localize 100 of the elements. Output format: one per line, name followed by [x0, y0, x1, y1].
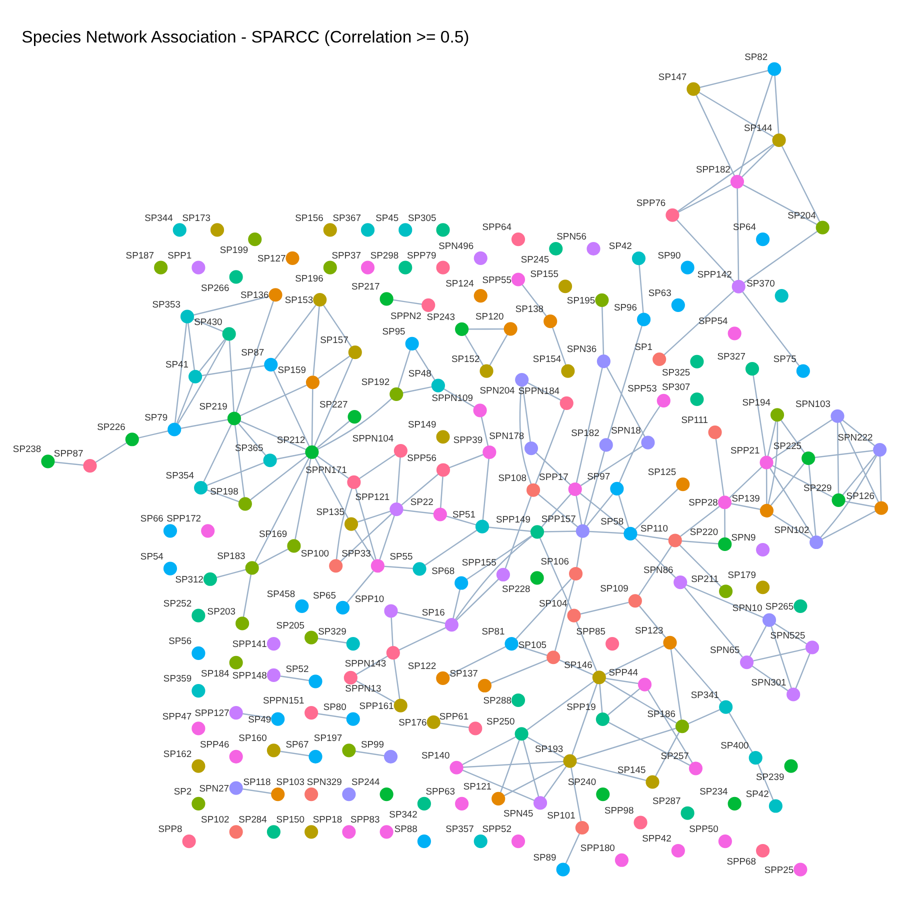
node-circle — [346, 636, 360, 650]
node-circle — [194, 480, 208, 494]
node-circle — [708, 425, 722, 439]
connector — [599, 683, 603, 712]
node-circle — [433, 507, 447, 521]
node-circle — [632, 251, 646, 265]
node-label: SP195 — [566, 294, 596, 306]
node-label: SP87 — [241, 346, 264, 357]
node-circle — [768, 798, 782, 812]
node-label: SP49 — [248, 712, 272, 724]
connector — [589, 530, 624, 534]
node-label: SPN86 — [644, 564, 674, 575]
node-label: SP45 — [376, 211, 399, 222]
node-circle — [360, 260, 375, 274]
node-circle — [323, 260, 337, 274]
node-circle — [634, 815, 648, 829]
node-circle — [762, 612, 776, 626]
connector — [670, 648, 682, 720]
connector — [679, 544, 722, 587]
connector — [424, 529, 478, 566]
connector — [836, 422, 840, 494]
node-label: SP243 — [426, 310, 456, 322]
node-label: SPN301 — [751, 676, 786, 687]
connector — [242, 788, 272, 794]
node-label: SP55 — [390, 550, 413, 562]
node-circle — [530, 524, 544, 538]
connector — [576, 620, 598, 671]
node-circle — [656, 393, 670, 407]
connector — [576, 727, 676, 760]
node-circle — [347, 474, 361, 489]
connector — [198, 338, 226, 372]
node-circle — [394, 698, 408, 712]
connector — [604, 680, 678, 724]
node-label: SP155 — [530, 268, 558, 279]
connector — [462, 760, 564, 768]
node-circle — [719, 584, 733, 598]
node-label: SPP8 — [158, 822, 182, 834]
node-circle — [192, 721, 206, 735]
node-label: SPP39 — [453, 434, 483, 445]
connector — [228, 340, 234, 412]
node-label: SP307 — [662, 380, 690, 392]
node-label: SP42 — [608, 240, 632, 251]
node-circle — [586, 241, 600, 256]
node-circle — [756, 580, 770, 594]
node-label: SP79 — [144, 410, 168, 422]
node-circle — [201, 524, 215, 538]
connector — [814, 449, 874, 458]
node-label: SP245 — [520, 253, 550, 264]
connector — [448, 646, 506, 676]
node-circle — [688, 761, 703, 775]
connector — [466, 534, 532, 580]
node-circle — [313, 292, 327, 306]
node-label: SP52 — [286, 662, 309, 674]
node-circle — [652, 352, 666, 366]
node-circle — [229, 780, 243, 794]
node-label: SPP17 — [539, 470, 568, 482]
node-label: SPP63 — [426, 785, 456, 796]
node-circle — [786, 687, 800, 701]
node-circle — [599, 438, 613, 452]
node-label: SPP25 — [764, 863, 794, 874]
node-circle — [417, 796, 431, 810]
node-label: SP160 — [238, 732, 267, 743]
node-label: SP205 — [276, 618, 305, 630]
connector — [397, 611, 446, 624]
node-label: SP125 — [648, 466, 676, 477]
connector — [674, 646, 722, 702]
node-circle — [454, 576, 468, 590]
connector — [54, 460, 84, 466]
node-label: SP80 — [323, 700, 346, 712]
node-circle — [348, 345, 362, 359]
node-label: SPN45 — [503, 807, 534, 818]
node-circle — [154, 260, 168, 274]
connector — [744, 230, 818, 283]
node-circle — [480, 364, 494, 378]
node-circle — [192, 608, 206, 622]
connector — [464, 334, 484, 366]
connector — [648, 689, 693, 763]
node-label: SP42 — [746, 787, 769, 798]
node-circle — [784, 758, 798, 772]
node-label: SPN36 — [566, 342, 597, 354]
node-circle — [436, 222, 450, 236]
node-circle — [229, 655, 243, 669]
connector — [724, 508, 726, 538]
node-label: SP234 — [700, 785, 728, 796]
node-label: SP288 — [483, 694, 512, 706]
connector — [138, 430, 168, 438]
node-label: SP104 — [538, 596, 568, 608]
node-label: SP41 — [166, 358, 189, 369]
connector — [842, 419, 875, 446]
node-circle — [690, 392, 704, 406]
node-circle — [596, 354, 610, 368]
node-label: SP341 — [690, 688, 720, 700]
connector — [312, 306, 320, 376]
connector — [177, 338, 227, 424]
node-circle — [329, 558, 343, 572]
node-circle — [511, 834, 526, 848]
node-circle — [556, 862, 570, 876]
node-circle — [558, 279, 572, 293]
node-label: SP63 — [648, 286, 672, 298]
node-label: SP183 — [217, 549, 246, 560]
